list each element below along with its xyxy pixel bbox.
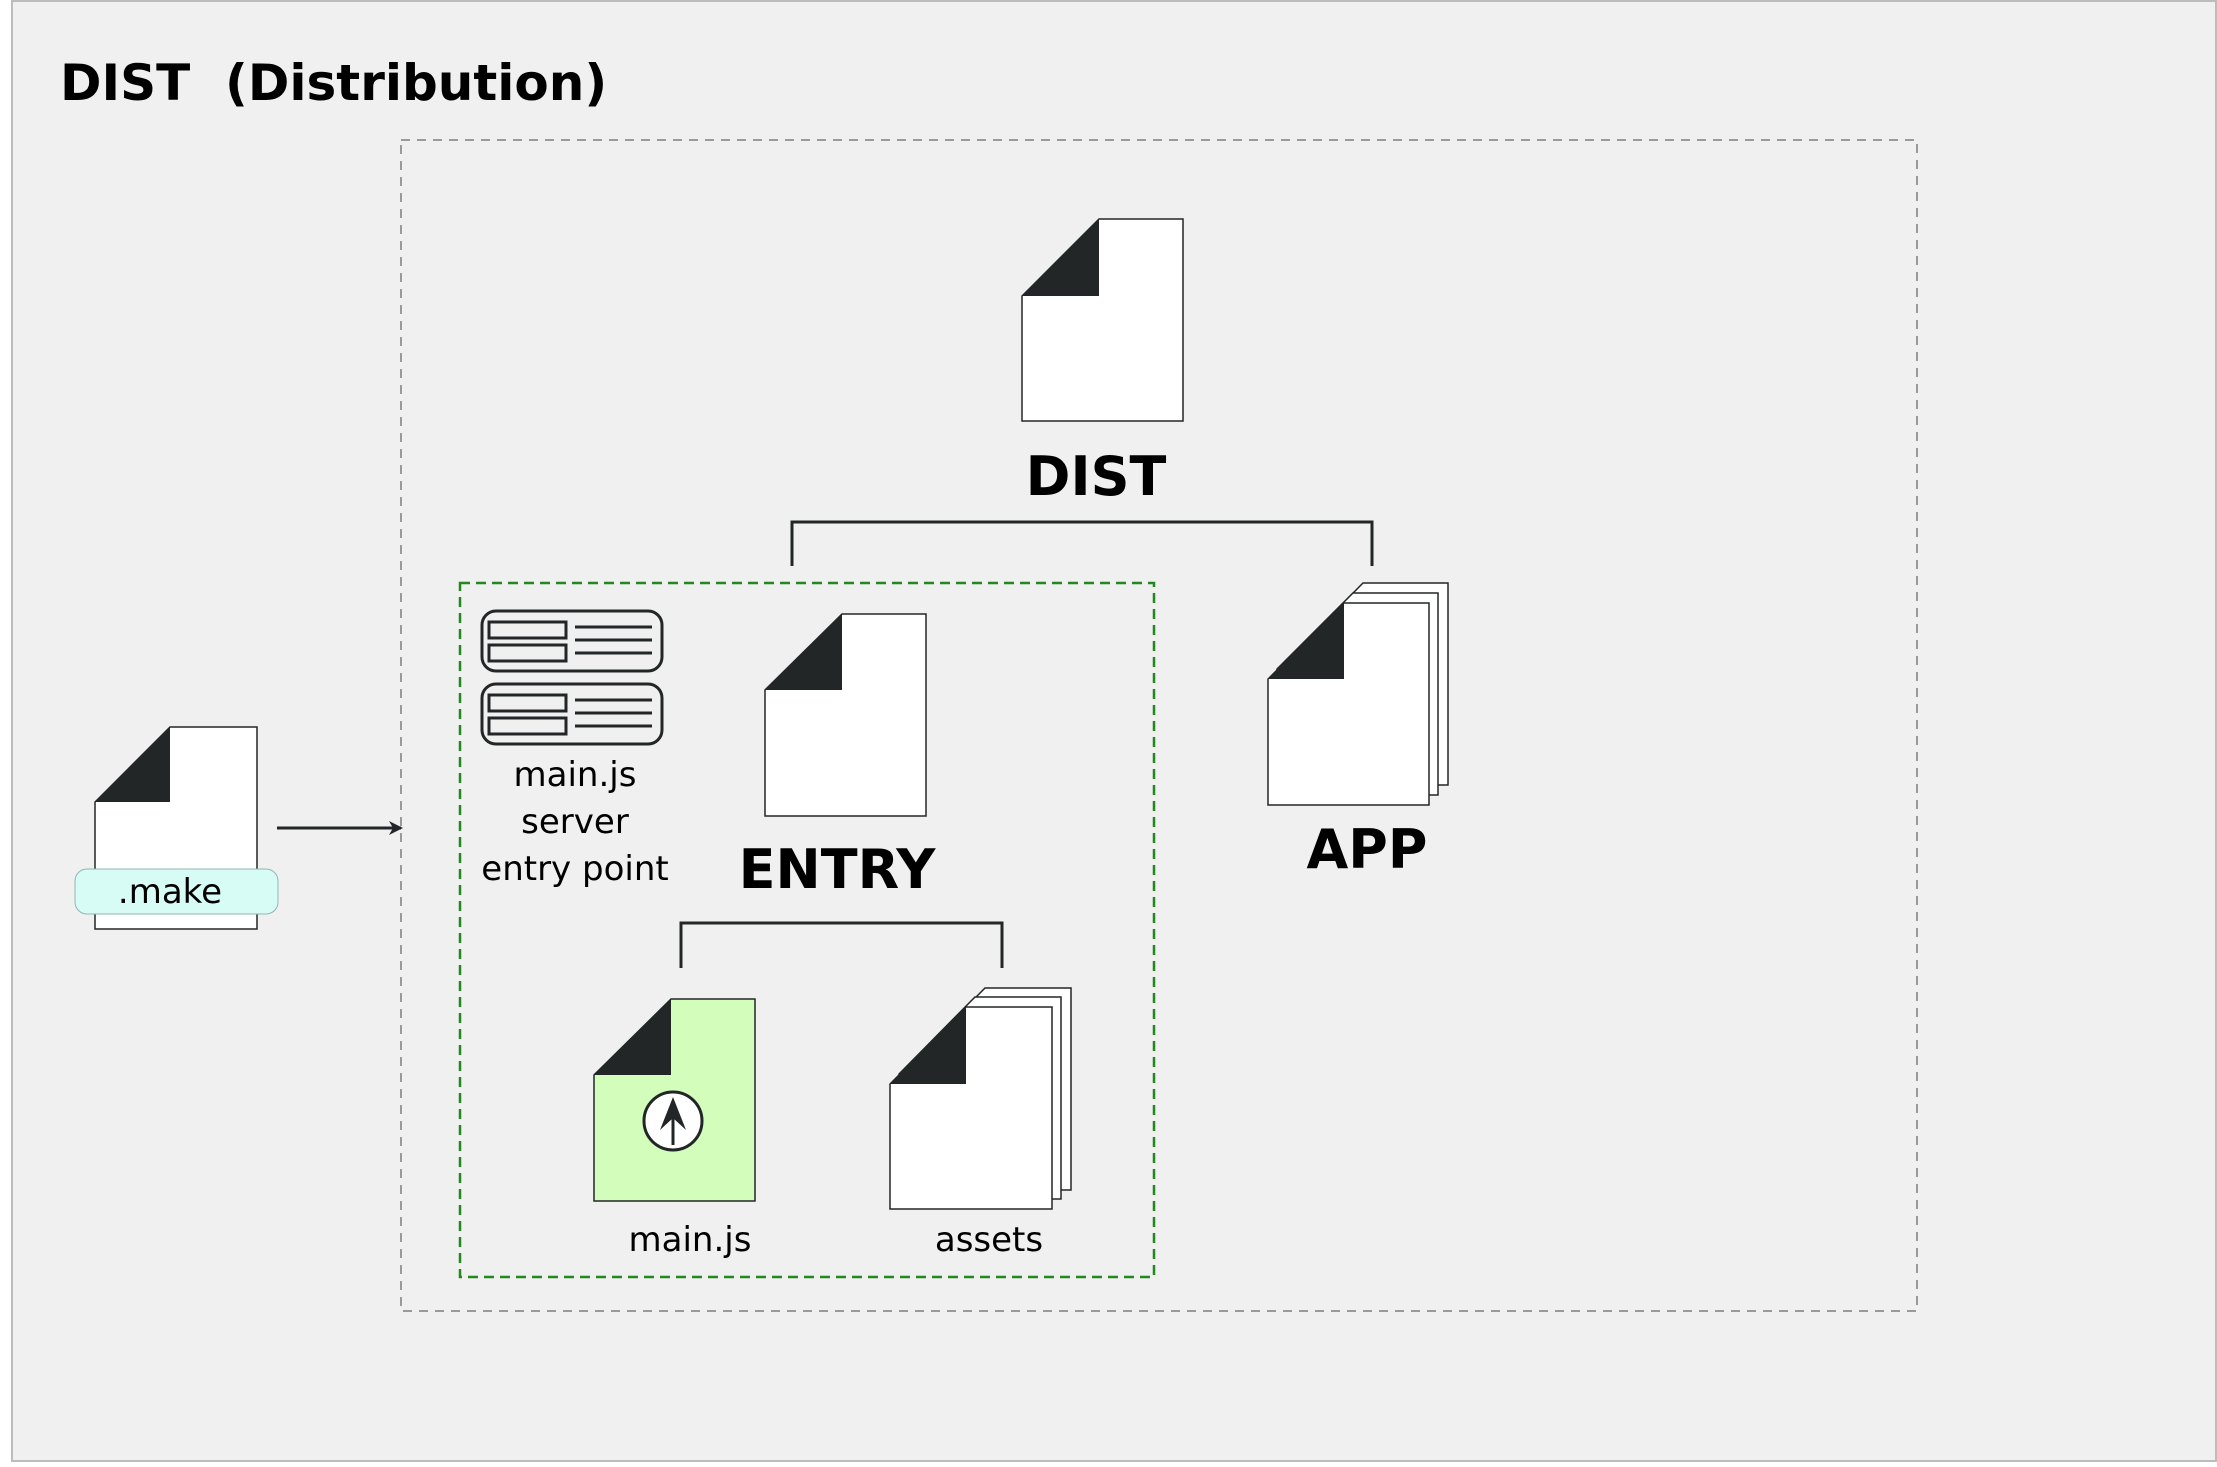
server-note-line-1: main.js [514, 755, 637, 795]
entry-label: ENTRY [739, 838, 937, 901]
entry-tree-bracket [679, 921, 1004, 968]
dist-root-document-icon [1021, 218, 1184, 422]
dist-root-label: DIST [1026, 445, 1167, 508]
page-title: DIST (Distribution) [60, 54, 607, 112]
assets-label: assets [935, 1220, 1043, 1260]
entry-group [458, 581, 1156, 1279]
dist-container [400, 139, 1918, 1312]
make-badge [74, 868, 279, 915]
server-note-line-3: entry point [481, 849, 668, 889]
upload-arrow-icon [642, 1090, 704, 1152]
assets-document-stack-icon [889, 987, 1072, 1210]
make-badge-label: .make [118, 872, 222, 912]
main-js-label: main.js [629, 1220, 752, 1260]
server-note-line-2: server [521, 802, 629, 842]
dist-tree-bracket [790, 520, 1374, 566]
server-rack-icon [480, 609, 664, 746]
app-document-stack-icon [1267, 582, 1449, 806]
app-label: APP [1307, 818, 1428, 881]
entry-document-icon [764, 613, 927, 817]
